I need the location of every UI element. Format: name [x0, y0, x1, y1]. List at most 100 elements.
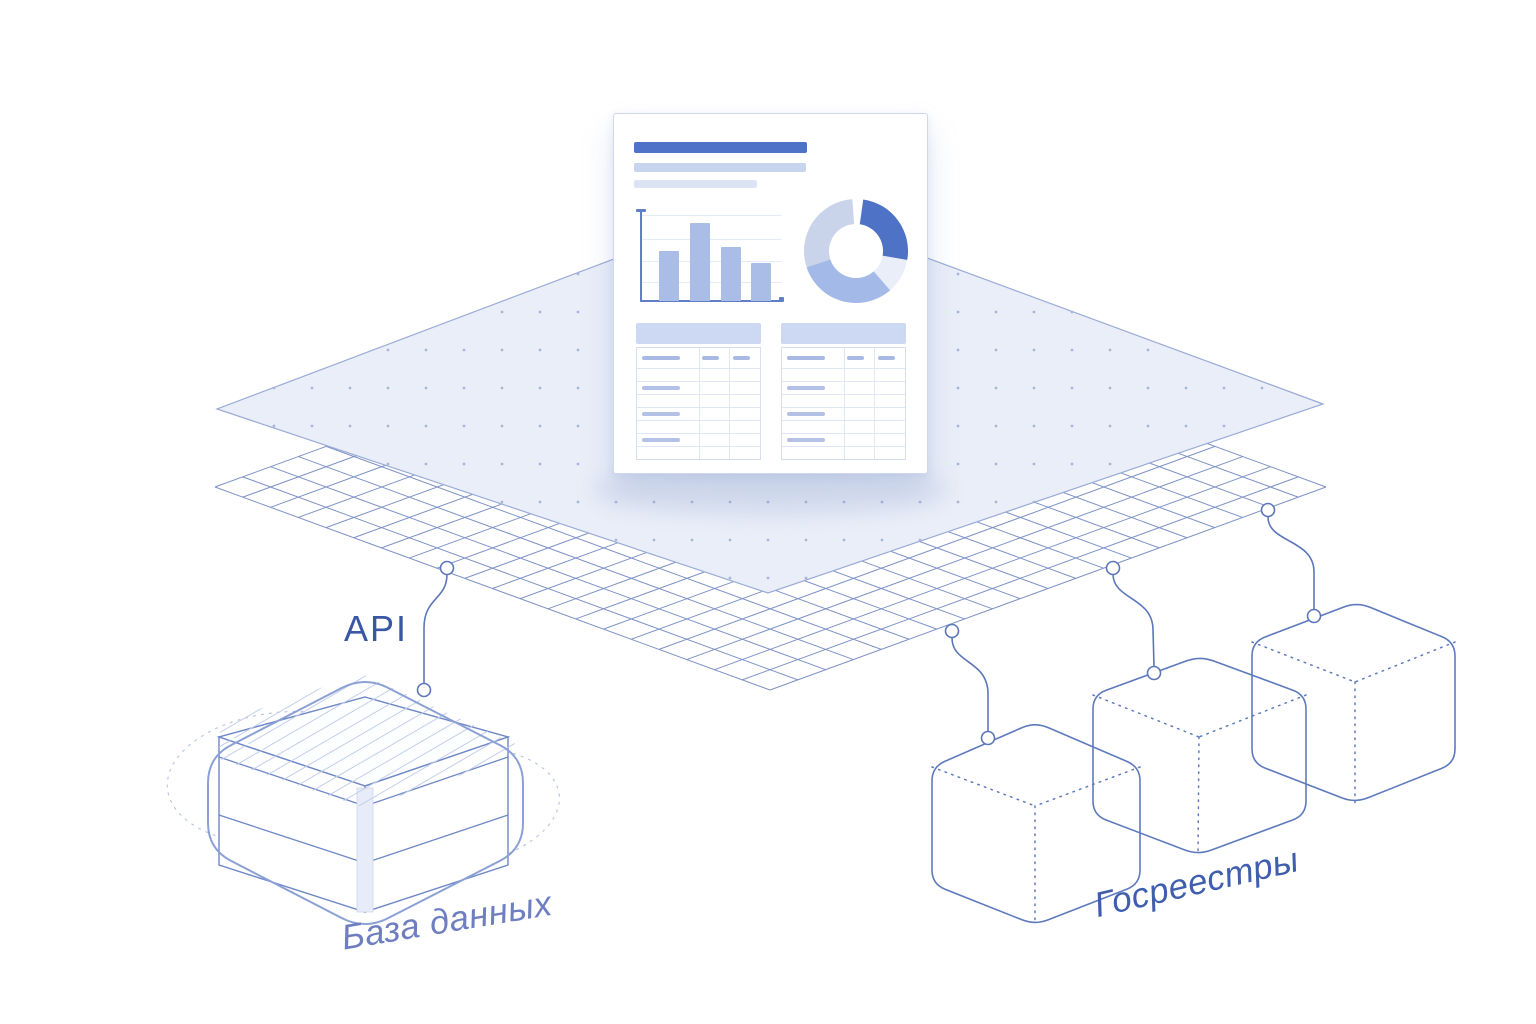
- table-cell: [843, 382, 875, 394]
- table-cell: [874, 434, 905, 446]
- table-cell: [729, 382, 760, 394]
- data-table: [636, 323, 761, 460]
- connector-node: [980, 730, 996, 746]
- gridline: [642, 261, 781, 262]
- cube-hidden-edges: [931, 766, 1141, 926]
- table-header: [636, 323, 761, 344]
- table-cell: [698, 348, 730, 368]
- table-cell: [874, 369, 905, 381]
- table-cell: [698, 408, 730, 420]
- data-table: [781, 323, 906, 460]
- table-cell: [874, 395, 905, 407]
- table-cell: [843, 348, 875, 368]
- db-front-edge-strip: [356, 787, 374, 913]
- table-cell: [874, 408, 905, 420]
- y-axis: [640, 211, 642, 302]
- table-cell: [698, 395, 730, 407]
- gridline: [642, 239, 781, 240]
- gridline: [642, 215, 781, 216]
- connectors: [423, 516, 1315, 731]
- table-row: [637, 348, 760, 368]
- bar-4: [751, 262, 772, 301]
- table-row: [782, 420, 905, 433]
- table-row: [782, 394, 905, 407]
- bar-3: [720, 246, 741, 301]
- table-row: [782, 433, 905, 446]
- table-row: [782, 407, 905, 420]
- table-cell: [637, 434, 699, 446]
- cube-hidden-edges: [1092, 694, 1307, 856]
- text-placeholder: [786, 438, 826, 442]
- connector-node: [944, 623, 960, 639]
- connector-nodes: [416, 502, 1322, 746]
- table-cell: [874, 382, 905, 394]
- table-cell: [698, 421, 730, 433]
- table-cell: [729, 421, 760, 433]
- table-cell: [874, 421, 905, 433]
- db-container-outline: [207, 680, 524, 926]
- table-row: [782, 381, 905, 394]
- cube-hidden-edges: [1251, 641, 1456, 804]
- table-cell: [782, 348, 844, 368]
- cube-outline: [1092, 657, 1307, 854]
- table-cell: [729, 408, 760, 420]
- donut-segment-3: [806, 259, 891, 303]
- registry-cube-2: [1092, 657, 1307, 856]
- registry-cube-3: [1251, 603, 1456, 804]
- table-row: [782, 348, 905, 368]
- y-axis-cap: [636, 209, 646, 212]
- table-cell: [843, 434, 875, 446]
- doc-text-line: [634, 180, 757, 188]
- text-placeholder: [641, 412, 681, 416]
- table-cell: [843, 395, 875, 407]
- text-placeholder: [702, 356, 720, 360]
- donut-segment-2: [873, 255, 908, 291]
- table-cell: [782, 408, 844, 420]
- table-cell: [698, 382, 730, 394]
- table-row: [782, 446, 905, 459]
- table-row: [782, 368, 905, 381]
- donut-segment-1: [859, 199, 908, 261]
- connector-node: [1260, 502, 1276, 518]
- doc-title-bar: [634, 142, 807, 153]
- connector-line-registry-1: [951, 637, 989, 731]
- database-illustration: [166, 674, 561, 926]
- x-axis: [640, 300, 781, 302]
- table-cell: [729, 434, 760, 446]
- text-placeholder: [641, 386, 681, 390]
- table-cell: [843, 408, 875, 420]
- text-placeholder: [641, 356, 681, 360]
- table-row: [637, 368, 760, 381]
- donut-chart: [804, 199, 908, 303]
- table-cell: [782, 382, 844, 394]
- text-placeholder: [641, 438, 681, 442]
- text-placeholder: [786, 412, 826, 416]
- table-body: [781, 347, 906, 460]
- text-placeholder: [786, 356, 826, 360]
- connector-node: [1306, 608, 1322, 624]
- table-cell: [843, 447, 875, 459]
- bar-chart: [614, 114, 927, 473]
- cube-outline: [1251, 603, 1456, 802]
- document-shadow: [590, 463, 950, 517]
- connector-line-api: [423, 573, 448, 684]
- table-row: [637, 446, 760, 459]
- connector-node: [416, 682, 432, 698]
- registry-cube-1: [931, 723, 1141, 926]
- text-placeholder: [847, 356, 865, 360]
- table-cell: [698, 369, 730, 381]
- table-cell: [843, 369, 875, 381]
- table-row: [637, 381, 760, 394]
- connector-node: [1146, 665, 1162, 681]
- table-cell: [782, 434, 844, 446]
- api-label: API: [344, 608, 409, 649]
- connector-node: [439, 560, 455, 576]
- table-cell: [874, 348, 905, 368]
- registry-cubes: [931, 603, 1456, 926]
- db-layer-lines: [218, 756, 509, 864]
- table-cell: [843, 421, 875, 433]
- bar-2: [689, 222, 710, 301]
- table-cell: [637, 382, 699, 394]
